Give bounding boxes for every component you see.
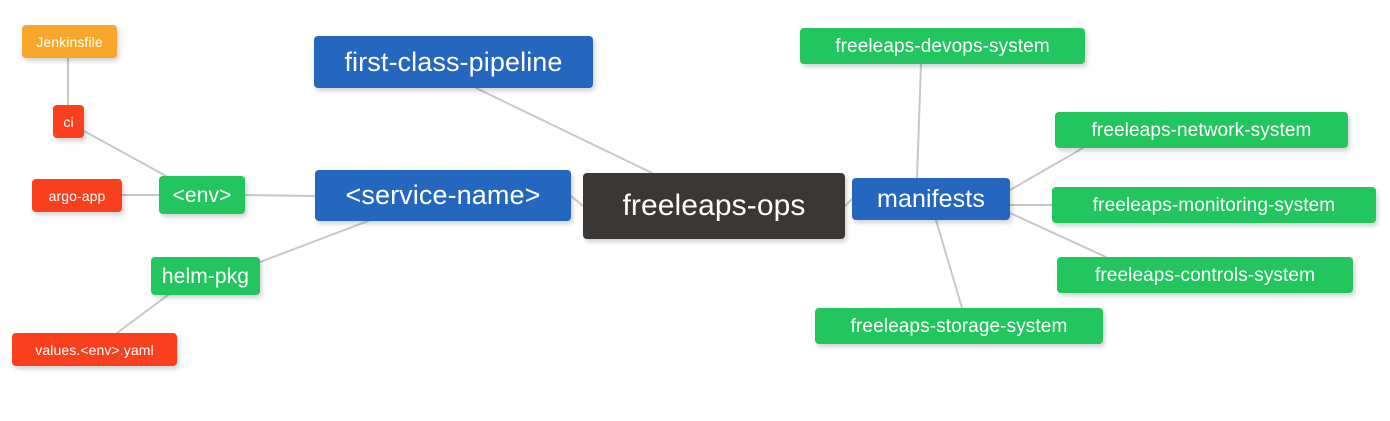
mindmap-node-label: argo-app (48, 187, 106, 204)
mindmap-node-label: helm-pkg (161, 264, 250, 288)
edge-freeleaps-ops-to-first-class-pipeline (475, 87, 653, 174)
mindmap-node-freeleaps-monitoring-system[interactable]: freeleaps-monitoring-system (1052, 187, 1376, 223)
mindmap-node-label: ci (63, 113, 74, 130)
edge-manifests-to-freeleaps-devops-system (916, 63, 922, 179)
mindmap-node-env[interactable]: <env> (159, 176, 245, 214)
mindmap-node-freeleaps-network-system[interactable]: freeleaps-network-system (1055, 112, 1348, 148)
edge-service-name-to-helm-pkg (259, 220, 369, 263)
mindmap-node-ci[interactable]: ci (53, 105, 84, 138)
mindmap-node-jenkinsfile[interactable]: Jenkinsfile (22, 25, 117, 58)
edge-freeleaps-ops-to-manifests (844, 198, 853, 207)
mindmap-node-freeleaps-controls-system[interactable]: freeleaps-controls-system (1057, 257, 1353, 293)
mindmap-node-argo-app[interactable]: argo-app (32, 179, 122, 212)
mindmap-node-label: freeleaps-monitoring-system (1092, 194, 1336, 216)
mindmap-node-values-env-yaml[interactable]: values.<env>.yaml (12, 333, 177, 366)
edge-manifests-to-freeleaps-network-system (1009, 147, 1084, 191)
mindmap-node-freeleaps-ops[interactable]: freeleaps-ops (583, 173, 845, 239)
mindmap-node-first-class-pipeline[interactable]: first-class-pipeline (314, 36, 593, 88)
edge-helm-pkg-to-values-env-yaml (116, 294, 169, 334)
edge-env-to-ci (83, 130, 167, 177)
edge-service-name-to-env (244, 194, 316, 197)
mindmap-node-label: freeleaps-devops-system (835, 35, 1050, 57)
mindmap-node-label: freeleaps-controls-system (1094, 264, 1316, 286)
mindmap-node-freeleaps-devops-system[interactable]: freeleaps-devops-system (800, 28, 1085, 64)
mindmap-node-label: values.<env>.yaml (35, 341, 154, 358)
mindmap-node-helm-pkg[interactable]: helm-pkg (151, 257, 260, 295)
mindmap-node-label: manifests (877, 184, 985, 213)
mindmap-node-label: freeleaps-network-system (1091, 119, 1312, 141)
mindmap-node-label: freeleaps-ops (622, 189, 806, 222)
mindmap-node-label: Jenkinsfile (36, 33, 103, 50)
mindmap-node-freeleaps-storage-system[interactable]: freeleaps-storage-system (815, 308, 1103, 344)
mindmap-node-service-name[interactable]: <service-name> (315, 170, 571, 221)
edge-freeleaps-ops-to-service-name (570, 195, 584, 207)
mindmap-node-label: first-class-pipeline (344, 46, 563, 77)
edge-manifests-to-freeleaps-storage-system (935, 219, 963, 309)
mindmap-node-manifests[interactable]: manifests (852, 178, 1010, 220)
mindmap-node-label: <env> (172, 183, 232, 207)
mindmap-node-label: <service-name> (345, 180, 541, 210)
mindmap-node-label: freeleaps-storage-system (850, 315, 1068, 337)
